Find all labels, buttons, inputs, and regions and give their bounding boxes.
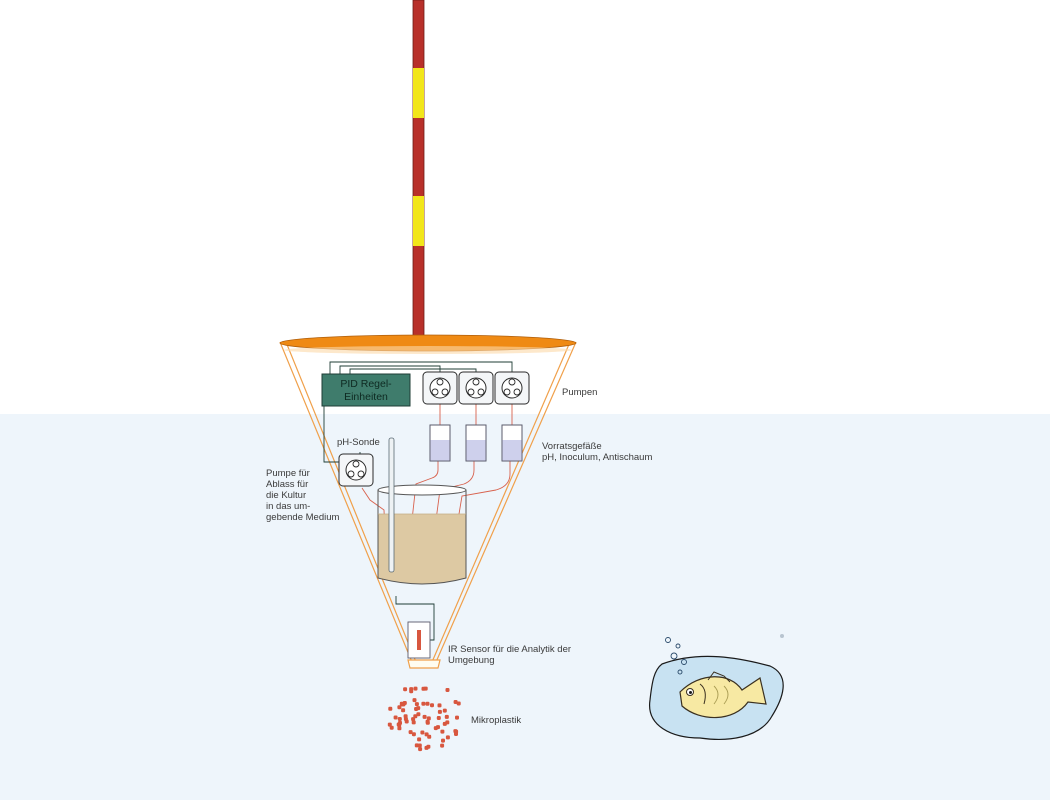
particle-icon: [412, 698, 417, 703]
ph-probe-label: pH-Sonde: [337, 437, 380, 448]
particle-icon: [409, 687, 414, 692]
particle-icon: [397, 705, 402, 710]
microplastic-particles: [387, 686, 461, 752]
particle-icon: [414, 707, 419, 711]
particle-icon: [388, 706, 393, 711]
particle-icon: [417, 737, 422, 742]
pid-label-line1: PID Regel-: [340, 378, 392, 390]
particle-icon: [433, 726, 438, 731]
particle-icon: [425, 719, 430, 724]
particle-icon: [387, 722, 392, 727]
ph-probe-icon: [388, 437, 395, 573]
particle-icon: [398, 720, 402, 725]
particle-icon: [455, 715, 459, 720]
particle-icon: [436, 716, 441, 720]
pump-icon: [494, 371, 530, 405]
pid-label-line2: Einheiten: [344, 391, 388, 403]
particle-icon: [442, 708, 447, 713]
reservoir-icon: [429, 424, 451, 462]
particle-icon: [416, 712, 421, 717]
particle-icon: [456, 701, 461, 706]
pid-control-unit: PID Regel- Einheiten: [321, 373, 411, 407]
bubble-icon: [665, 634, 784, 675]
particle-icon: [441, 738, 445, 743]
particle-icon: [442, 721, 447, 726]
particle-icon: [426, 716, 431, 721]
reservoir-icon: [501, 424, 523, 462]
buoy-cone: [279, 341, 577, 669]
drain-pump-icon: [338, 453, 374, 487]
drain-pump-label-line2: Ablass für: [266, 479, 308, 490]
ir-sensor-label-line1: IR Sensor für die Analytik der: [448, 644, 571, 655]
pumps-label: Pumpen: [562, 387, 597, 398]
particle-icon: [414, 702, 419, 707]
particle-icon: [430, 703, 434, 708]
particle-icon: [424, 732, 429, 737]
marker-pole: [412, 0, 425, 343]
particle-icon: [425, 701, 430, 706]
particle-icon: [421, 701, 426, 706]
particle-icon: [411, 732, 416, 737]
ir-sensor-label-line2: Umgebung: [448, 655, 494, 666]
particle-icon: [440, 743, 445, 748]
reservoirs-label-line2: pH, Inoculum, Antischaum: [542, 452, 652, 463]
particle-icon: [403, 687, 408, 692]
drain-pump-label-line1: Pumpe für: [266, 468, 310, 479]
particle-icon: [414, 743, 419, 748]
buoy-top-disc: [279, 334, 577, 354]
particle-icon: [403, 717, 408, 721]
reservoir-icon: [465, 424, 487, 462]
particle-icon: [440, 729, 445, 734]
particle-icon: [437, 703, 442, 708]
particle-icon: [437, 709, 442, 714]
particle-icon: [420, 730, 425, 735]
culture-vessel-icon: [377, 484, 467, 585]
particle-icon: [413, 686, 418, 691]
particle-icon: [418, 747, 423, 752]
particle-icon: [389, 725, 394, 730]
drain-pump-label-line4: in das um-: [266, 501, 310, 512]
particle-icon: [401, 708, 406, 713]
reservoirs-label-line1: Vorratsgefäße: [542, 441, 602, 452]
drain-pump-label-line5: gebende Medium: [266, 512, 339, 523]
particle-icon: [426, 744, 431, 749]
water-background: [0, 414, 1050, 800]
particle-icon: [422, 714, 427, 719]
pump-icon: [458, 371, 494, 405]
particle-icon: [445, 688, 450, 692]
particle-icon: [454, 732, 458, 736]
particle-icon: [397, 717, 402, 721]
particle-icon: [445, 735, 450, 740]
particle-icon: [399, 701, 404, 706]
ir-sensor-icon: [407, 621, 431, 659]
particle-icon: [453, 700, 458, 704]
particle-icon: [413, 714, 418, 719]
particle-icon: [421, 686, 426, 691]
particle-icon: [417, 743, 422, 748]
drain-pump-label-line3: die Kultur: [266, 490, 306, 501]
particle-icon: [393, 715, 398, 720]
particle-icon: [411, 720, 416, 725]
microplastic-label: Mikroplastik: [471, 715, 521, 726]
particle-icon: [444, 714, 449, 719]
fish-icon: [649, 655, 784, 740]
particle-icon: [408, 730, 413, 735]
pump-icon: [422, 371, 458, 405]
particle-icon: [397, 726, 402, 731]
